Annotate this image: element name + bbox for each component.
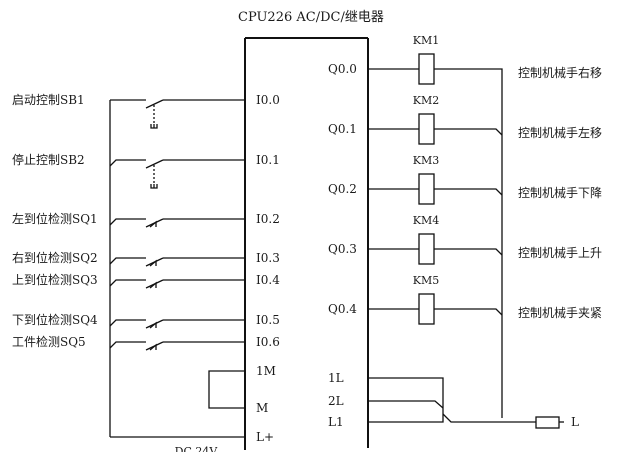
- output-label-0: 控制机械手右移: [518, 66, 603, 80]
- output-wire-right: [434, 188, 503, 196]
- output-label-1: 控制机械手左移: [518, 126, 603, 140]
- input-terminal-5: I0.5: [256, 313, 280, 327]
- coil-label-0: KM1: [412, 34, 440, 47]
- relay-coil-icon: [418, 113, 435, 145]
- output-bus: [434, 68, 503, 418]
- input-label-3: 右到位检测SQ2: [12, 251, 98, 265]
- output-terminal-0: Q0.0: [328, 62, 357, 76]
- supply-label-l: L: [571, 415, 579, 429]
- input-wire-left: [109, 341, 146, 349]
- output-label-2: 控制机械手下降: [518, 186, 603, 200]
- dc-supply-label: DC 24V: [174, 445, 218, 458]
- output-terminal-4: Q0.4: [328, 302, 357, 316]
- input-label-6: 工件检测SQ5: [12, 335, 86, 349]
- coil-label-2: KM3: [412, 154, 440, 167]
- input-label-4: 上到位检测SQ3: [12, 273, 98, 287]
- fuse-icon: [535, 416, 560, 429]
- output-wire-right: [434, 248, 503, 256]
- input-wire-left: [109, 218, 146, 226]
- relay-coil-icon: [418, 53, 435, 85]
- limit-switch-roller-icon: [149, 281, 157, 289]
- coil-label-3: KM4: [412, 214, 440, 227]
- relay-coil-icon: [418, 293, 435, 325]
- output-terminal-2: Q0.2: [328, 182, 357, 196]
- terminal-2l: 2L: [328, 394, 344, 408]
- output-terminal-1: Q0.1: [328, 122, 357, 136]
- input-wire-left: [109, 279, 146, 287]
- input-label-2: 左到位检测SQ1: [12, 212, 98, 226]
- output-common-link-1l: [368, 377, 444, 423]
- output-wire-right: [434, 128, 503, 136]
- supply-wire: [442, 413, 536, 423]
- input-wire-left: [109, 319, 146, 327]
- coil-label-1: KM2: [412, 94, 440, 107]
- input-label-5: 下到位检测SQ4: [12, 313, 98, 327]
- limit-switch-roller-icon: [149, 220, 157, 228]
- output-wire-right: [434, 308, 503, 316]
- limit-switch-roller-icon: [149, 259, 157, 267]
- input-wire-left: [109, 159, 146, 167]
- input-terminal-2: I0.2: [256, 212, 280, 226]
- input-terminal-3: I0.3: [256, 251, 280, 265]
- limit-switch-roller-icon: [149, 343, 157, 351]
- input-terminal-4: I0.4: [256, 273, 280, 287]
- terminal-l1: L1: [328, 415, 344, 429]
- pushbutton-contact-icon: [145, 99, 164, 109]
- input-terminal-1: I0.1: [256, 153, 280, 167]
- terminal-1l: 1L: [328, 371, 344, 385]
- input-terminal-0: I0.0: [256, 93, 280, 107]
- input-terminal-6: I0.6: [256, 335, 280, 349]
- coil-label-4: KM5: [412, 274, 440, 287]
- dc-common-link: [208, 370, 245, 409]
- output-common-link-2l: [368, 400, 444, 409]
- limit-switch-roller-icon: [149, 321, 157, 329]
- input-wire-left: [109, 257, 146, 265]
- output-label-3: 控制机械手上升: [518, 246, 603, 260]
- terminal-lplus: L+: [256, 430, 275, 444]
- input-label-1: 停止控制SB2: [12, 153, 85, 167]
- terminal-m: M: [256, 401, 269, 415]
- terminal-1m: 1M: [256, 364, 276, 378]
- relay-coil-icon: [418, 233, 435, 265]
- pushbutton-contact-icon: [145, 159, 164, 169]
- input-label-0: 启动控制SB1: [12, 93, 85, 107]
- output-terminal-3: Q0.3: [328, 242, 357, 256]
- plc-model-title: CPU226 AC/DC/继电器: [238, 10, 384, 25]
- relay-coil-icon: [418, 173, 435, 205]
- output-label-4: 控制机械手夹紧: [518, 306, 603, 320]
